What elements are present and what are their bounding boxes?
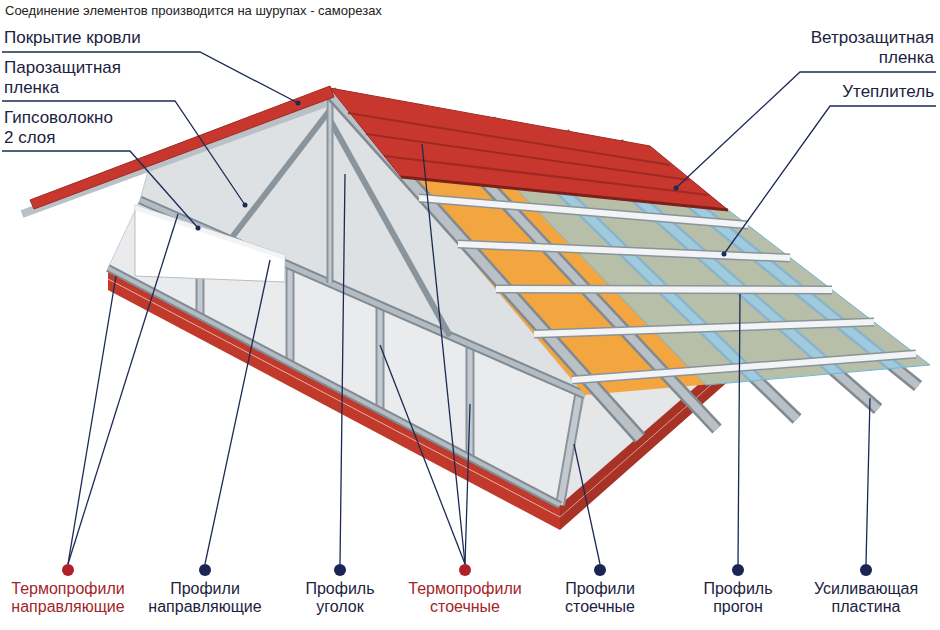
- leader-dot: [722, 252, 727, 257]
- leader-line: [724, 106, 936, 254]
- part-label: Термопрофили направляющие: [11, 580, 124, 617]
- leader-line: [68, 276, 116, 564]
- leader-line: [676, 72, 936, 188]
- note-title: Соединение элементов производится на шур…: [5, 4, 382, 19]
- leader-dot: [296, 101, 301, 106]
- track-profile: [108, 268, 560, 505]
- roof-tiles: [22, 86, 728, 214]
- layer-label: Гипсоволокно 2 слоя: [4, 108, 113, 147]
- leader-dot: [62, 101, 872, 577]
- leader-dot: [243, 203, 248, 208]
- stud-profile: [466, 345, 475, 457]
- leader-line: [340, 174, 345, 564]
- stud-profile: [560, 390, 580, 505]
- leader-line: [866, 398, 870, 564]
- leader-line: [2, 52, 298, 103]
- leader-dot: [62, 564, 74, 576]
- part-label: Усиливающая пластина: [814, 580, 918, 617]
- layer-label: Покрытие кровли: [4, 28, 141, 48]
- leader-line: [465, 404, 470, 564]
- layer-label: Утеплитель: [842, 82, 934, 102]
- part-label: Профиль уголок: [305, 580, 374, 617]
- stud-profile: [288, 266, 293, 363]
- purlin-profile: [458, 244, 790, 258]
- leader-dot: [199, 564, 211, 576]
- part-label: Термопрофили стоечные: [408, 580, 521, 617]
- layer-label: Парозащитная пленка: [4, 58, 121, 97]
- stud-profile: [286, 266, 295, 363]
- purlin-profile: [534, 322, 874, 334]
- leader-dot: [594, 564, 606, 576]
- part-label: Профили стоечные: [565, 580, 635, 617]
- purlin-profile: [572, 354, 916, 380]
- stud-profile: [560, 390, 580, 505]
- leader-line: [380, 345, 465, 564]
- purlin-profile: [496, 289, 832, 290]
- leader-dot: [196, 226, 201, 231]
- purlin-profile: [458, 244, 790, 258]
- part-label: Профили направляющие: [148, 580, 261, 617]
- roof-tiles: [384, 156, 709, 195]
- leader-dot: [674, 186, 679, 191]
- stud-profile: [378, 305, 383, 410]
- leader-line: [205, 260, 270, 564]
- leader-dot: [860, 564, 872, 576]
- gypsum-board: [135, 205, 285, 282]
- track-profile: [108, 268, 560, 505]
- leader-line: [738, 294, 740, 564]
- purlin-profile: [419, 198, 916, 380]
- part-label: Профиль прогон: [703, 580, 772, 617]
- roof-tiles: [401, 177, 728, 210]
- stud-profile: [376, 305, 385, 410]
- leader-line: [68, 214, 178, 564]
- leader-dot: [334, 564, 346, 576]
- leader-line: [2, 151, 198, 228]
- gable-truss: [329, 92, 332, 283]
- leader-dot: [732, 564, 744, 576]
- purlin-profile: [572, 354, 916, 380]
- purlin-profile: [496, 289, 832, 290]
- leader-line: [574, 444, 600, 564]
- roof-tiles: [30, 86, 334, 209]
- layer-label: Ветрозащитная пленка: [811, 28, 934, 67]
- leader-dot: [459, 564, 471, 576]
- leader-line: [2, 101, 245, 205]
- gypsum-board: [135, 205, 285, 260]
- leader-line: [422, 144, 465, 564]
- leader-line: [2, 52, 936, 564]
- purlin-profile: [534, 322, 874, 334]
- roof-tiles: [330, 88, 728, 210]
- gypsum-board: [135, 205, 285, 282]
